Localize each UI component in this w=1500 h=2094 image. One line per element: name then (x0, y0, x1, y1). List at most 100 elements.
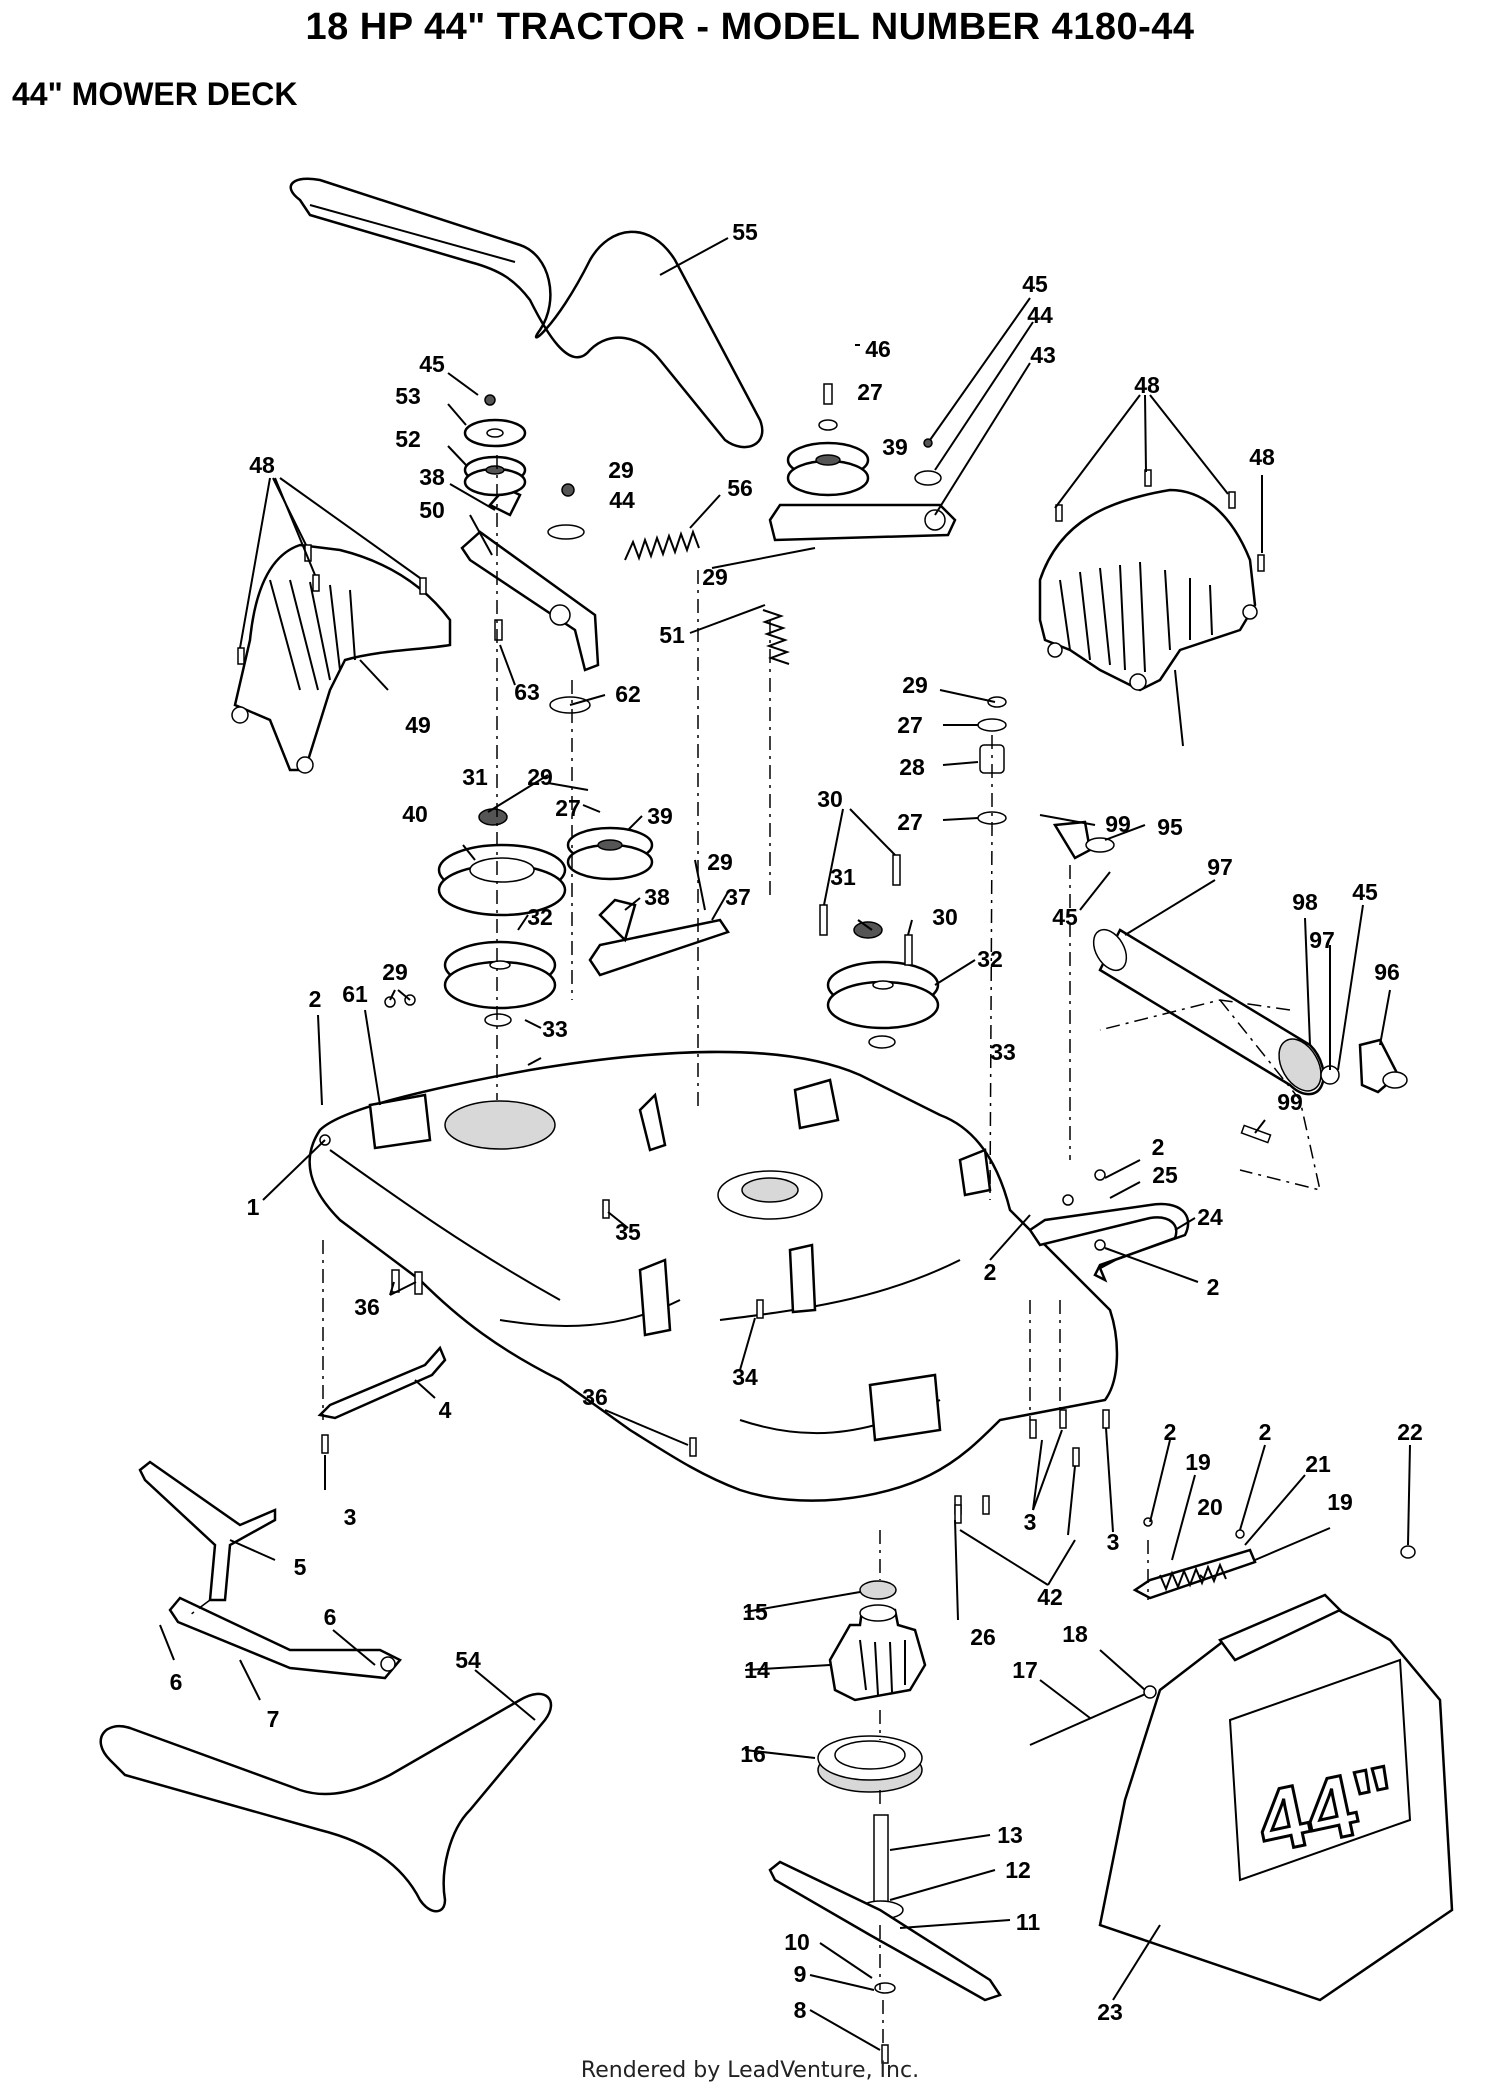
callout-63: 63 (514, 679, 540, 705)
callout-31: 31 (462, 764, 488, 790)
callout-29: 29 (707, 849, 733, 875)
callout-38: 38 (644, 884, 670, 910)
roller-bracket-95 (1052, 820, 1115, 860)
callout-13: 13 (997, 1822, 1023, 1848)
callout-35: 35 (615, 1219, 641, 1245)
callout-31: 31 (830, 864, 856, 890)
callout-97: 97 (1207, 854, 1233, 880)
hardware-bolts (237, 383, 1416, 2064)
callout-labels: 55 45 46 27 44 43 39 45 53 52 29 44 38 5… (170, 219, 1423, 2025)
callout-22: 22 (1397, 1419, 1423, 1445)
callout-15: 15 (742, 1599, 768, 1625)
callout-24: 24 (1197, 1204, 1223, 1230)
callout-2: 2 (1164, 1419, 1177, 1445)
callout-1: 1 (247, 1194, 260, 1220)
idler-arm-43 (768, 503, 957, 542)
callout-45: 45 (1352, 879, 1378, 905)
callout-27: 27 (897, 809, 923, 835)
callout-43: 43 (1030, 342, 1056, 368)
idler-pulley-39-top (786, 441, 870, 497)
page-title: 18 HP 44" TRACTOR - MODEL NUMBER 4180-44 (305, 6, 1195, 48)
callout-36: 36 (354, 1294, 380, 1320)
callout-8: 8 (794, 1997, 807, 2023)
callout-33: 33 (542, 1016, 568, 1042)
assembly-lines (189, 455, 1321, 2045)
callout-28: 28 (899, 754, 925, 780)
spring-20 (1132, 1548, 1257, 1600)
anti-scalp-roller-98 (1092, 928, 1340, 1096)
leader-lines (159, 237, 1411, 2051)
section-subtitle: 44" MOWER DECK (12, 76, 298, 112)
belt-cover-49 (231, 543, 452, 774)
callout-29: 29 (608, 457, 634, 483)
callout-46: 46 (865, 336, 891, 362)
callout-36: 36 (582, 1384, 608, 1410)
callout-6: 6 (324, 1604, 337, 1630)
mower-blade-11 (768, 1860, 1002, 2002)
callout-16: 16 (740, 1741, 766, 1767)
callout-99: 99 (1105, 811, 1131, 837)
bracket-24 (1028, 1202, 1190, 1283)
idler-arm-37 (588, 898, 730, 977)
pulley-40 (437, 843, 567, 917)
callout-39: 39 (882, 434, 908, 460)
lift-link-7 (168, 1596, 402, 1680)
pulley-32-right (826, 960, 940, 1030)
callout-2: 2 (1259, 1419, 1272, 1445)
callout-10: 10 (784, 1929, 810, 1955)
callout-34: 34 (732, 1364, 758, 1390)
callout-19: 19 (1185, 1449, 1211, 1475)
callout-40: 40 (402, 801, 428, 827)
callout-32: 32 (527, 904, 553, 930)
callout-30: 30 (817, 786, 843, 812)
roller-bracket-96 (1358, 1038, 1408, 1094)
spindle-washer-15 (859, 1580, 897, 1600)
callout-17: 17 (1012, 1657, 1038, 1683)
spring-51 (762, 609, 790, 665)
callout-3: 3 (344, 1504, 357, 1530)
callout-44: 44 (609, 487, 635, 513)
callout-27: 27 (897, 712, 923, 738)
callout-38: 38 (419, 464, 445, 490)
nut-31-right (853, 921, 883, 939)
callout-23: 23 (1097, 1999, 1123, 2025)
callout-2: 2 (309, 986, 322, 1012)
callout-26: 26 (970, 1624, 996, 1650)
callout-14: 14 (744, 1657, 770, 1683)
callout-97: 97 (1309, 927, 1335, 953)
discharge-chute-23: 44" (1098, 1593, 1454, 2002)
callout-21: 21 (1305, 1451, 1331, 1477)
callout-45: 45 (1022, 271, 1048, 297)
callout-96: 96 (1374, 959, 1400, 985)
mower-deck-1 (308, 1050, 1119, 1502)
pulley-53 (463, 418, 527, 448)
callout-49: 49 (405, 712, 431, 738)
callout-37: 37 (725, 884, 751, 910)
mower-belt-55 (289, 177, 764, 449)
pulley-32-left (443, 940, 557, 1010)
drive-belt-54 (99, 1692, 553, 1913)
callout-62: 62 (615, 681, 641, 707)
callout-12: 12 (1005, 1857, 1031, 1883)
belt-cover-47 (1038, 488, 1258, 692)
callout-30: 30 (932, 904, 958, 930)
callout-29: 29 (382, 959, 408, 985)
callout-45: 45 (419, 351, 445, 377)
callout-2: 2 (1152, 1134, 1165, 1160)
callout-48: 48 (1249, 444, 1275, 470)
callout-29: 29 (902, 672, 928, 698)
callout-98: 98 (1292, 889, 1318, 915)
callout-61: 61 (342, 981, 368, 1007)
callout-52: 52 (395, 426, 421, 452)
callout-44: 44 (1027, 302, 1053, 328)
callout-3: 3 (1024, 1509, 1037, 1535)
callout-39: 39 (647, 803, 673, 829)
callout-27: 27 (555, 795, 581, 821)
callout-2: 2 (1207, 1274, 1220, 1300)
callout-56: 56 (727, 475, 753, 501)
callout-9: 9 (794, 1961, 807, 1987)
idler-bracket-50 (460, 486, 600, 672)
callout-33: 33 (990, 1039, 1016, 1065)
callout-99: 99 (1277, 1089, 1303, 1115)
